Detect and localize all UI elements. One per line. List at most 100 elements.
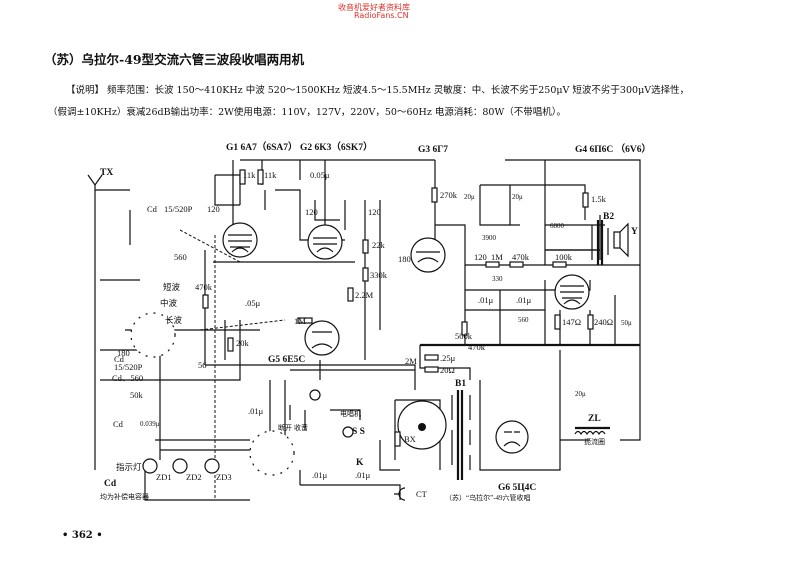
label: 120 <box>474 252 487 262</box>
label-band-sw: 短波 <box>163 282 181 292</box>
label: 240Ω <box>594 317 613 327</box>
label: 120 <box>207 204 220 214</box>
label: 270k <box>440 190 458 200</box>
label: ZD1 <box>156 472 172 482</box>
tube-g6 <box>495 420 529 454</box>
antenna-icon <box>87 174 103 187</box>
transformer-b1 <box>451 390 471 480</box>
label: 560 <box>174 252 187 262</box>
description-line-2: （假调±10KHz）衰减26dB输出功率：2W使用电源：110V，127V，22… <box>48 107 566 118</box>
label: K <box>356 458 364 468</box>
label: 2M <box>405 356 417 366</box>
label: 100k <box>555 252 573 262</box>
label-antenna: TX <box>100 168 113 178</box>
label: .01μ <box>248 406 264 416</box>
page-number: • 362 • <box>62 530 103 541</box>
label: 扼流圈 <box>584 437 605 446</box>
function-switch <box>249 430 295 476</box>
label: 22k <box>372 240 386 250</box>
label: .01μ <box>312 470 328 480</box>
label-band-mw: 中波 <box>160 298 178 308</box>
label: Cd <box>113 419 124 429</box>
label: Cd <box>114 354 125 364</box>
label: ZD2 <box>186 472 202 482</box>
tube-g4-label: G4 6П6C （6V6） <box>575 143 651 155</box>
tube-g3 <box>410 237 446 273</box>
label: 20μ <box>575 390 586 398</box>
label: 470k <box>468 342 486 352</box>
label: 15/520P <box>164 204 193 214</box>
component-labels: TX Cd 15/520P 120 11k 11k 0.05μ 120 120 … <box>100 168 638 502</box>
label: B2 <box>603 212 614 222</box>
tube-g4 <box>554 274 590 310</box>
label: Cd <box>104 479 117 489</box>
indicator-lamps <box>142 458 220 474</box>
label: 56 <box>198 360 207 370</box>
label-band-lw: 长波 <box>165 315 183 325</box>
tube-g2-label: G2 6K3（6SK7） <box>300 141 373 153</box>
label: 330 <box>492 275 503 283</box>
label: .01μ <box>478 295 494 305</box>
resistors <box>202 169 594 447</box>
watermark-url: RadioFans.CN <box>354 11 409 20</box>
choke-zl <box>574 426 610 436</box>
label: CT <box>416 489 428 499</box>
label: 120 <box>305 207 318 217</box>
label: 3900 <box>482 234 497 242</box>
label: 20μ <box>464 193 475 201</box>
page-title: （苏）乌拉尔-49型交流六管三波段收唱两用机 <box>44 52 305 67</box>
label: Cd <box>147 204 158 214</box>
label: 15/520P <box>114 362 143 372</box>
label: Cd、560 <box>112 373 143 383</box>
label: 50k <box>130 390 144 400</box>
label: Y <box>631 227 638 237</box>
pickup-icon <box>309 389 354 438</box>
label: 断开 <box>278 423 292 432</box>
voltage-selector <box>397 400 447 450</box>
label: 147Ω <box>562 317 581 327</box>
tube-g5-label: G5 6E5C <box>268 355 305 365</box>
label: S S <box>352 427 365 437</box>
tube-g6-label: G6 5Ц4C <box>498 483 536 493</box>
tube-g3-label: G3 6Г7 <box>418 145 448 155</box>
label: 1M <box>491 252 503 262</box>
label: 2.2M <box>355 290 374 300</box>
label: ZL <box>588 414 601 424</box>
label: 50μ <box>621 319 632 327</box>
label: 11k <box>243 170 256 180</box>
label: 6800 <box>550 222 565 230</box>
label: 1M <box>294 316 306 326</box>
label: 560 <box>518 316 529 324</box>
label: 500k <box>455 331 473 341</box>
label: 收音 <box>294 423 308 432</box>
label: 180 <box>398 254 411 264</box>
transformer-b2 <box>591 220 609 265</box>
tube-g1-label: G1 6A7（6SA7） <box>226 141 298 153</box>
label-caption: （苏）“乌拉尔”-49六管收唱 <box>445 493 531 502</box>
label: 20k <box>236 338 250 348</box>
label-indicator-lamp: 指示灯 <box>116 462 142 472</box>
label: 20μ <box>512 193 523 201</box>
label: .25μ <box>440 353 456 363</box>
label-note: 均为补偿电容器 <box>100 492 149 501</box>
earphone-jack-icon <box>394 487 406 501</box>
label: .01μ <box>516 295 532 305</box>
description-line-1: 【说明】 频率范围：长波 150～410KHz 中波 520～1500KHz 短… <box>66 85 690 96</box>
tube-g2 <box>307 224 343 260</box>
label: ZD3 <box>216 472 232 482</box>
label: 470k <box>195 282 213 292</box>
tube-g5 <box>304 320 340 356</box>
label: 0.05μ <box>310 170 330 180</box>
label: .01μ <box>355 470 371 480</box>
label: 20Ω <box>440 365 455 375</box>
watermark-text: 收音机爱好者资料库 <box>338 3 410 12</box>
label: 1.5k <box>591 194 607 204</box>
label: 电唱机 <box>340 409 361 418</box>
label: 120 <box>368 207 381 217</box>
wiring <box>94 159 641 501</box>
label: .05μ <box>245 298 261 308</box>
band-switch <box>130 312 176 358</box>
label: B1 <box>455 379 466 389</box>
